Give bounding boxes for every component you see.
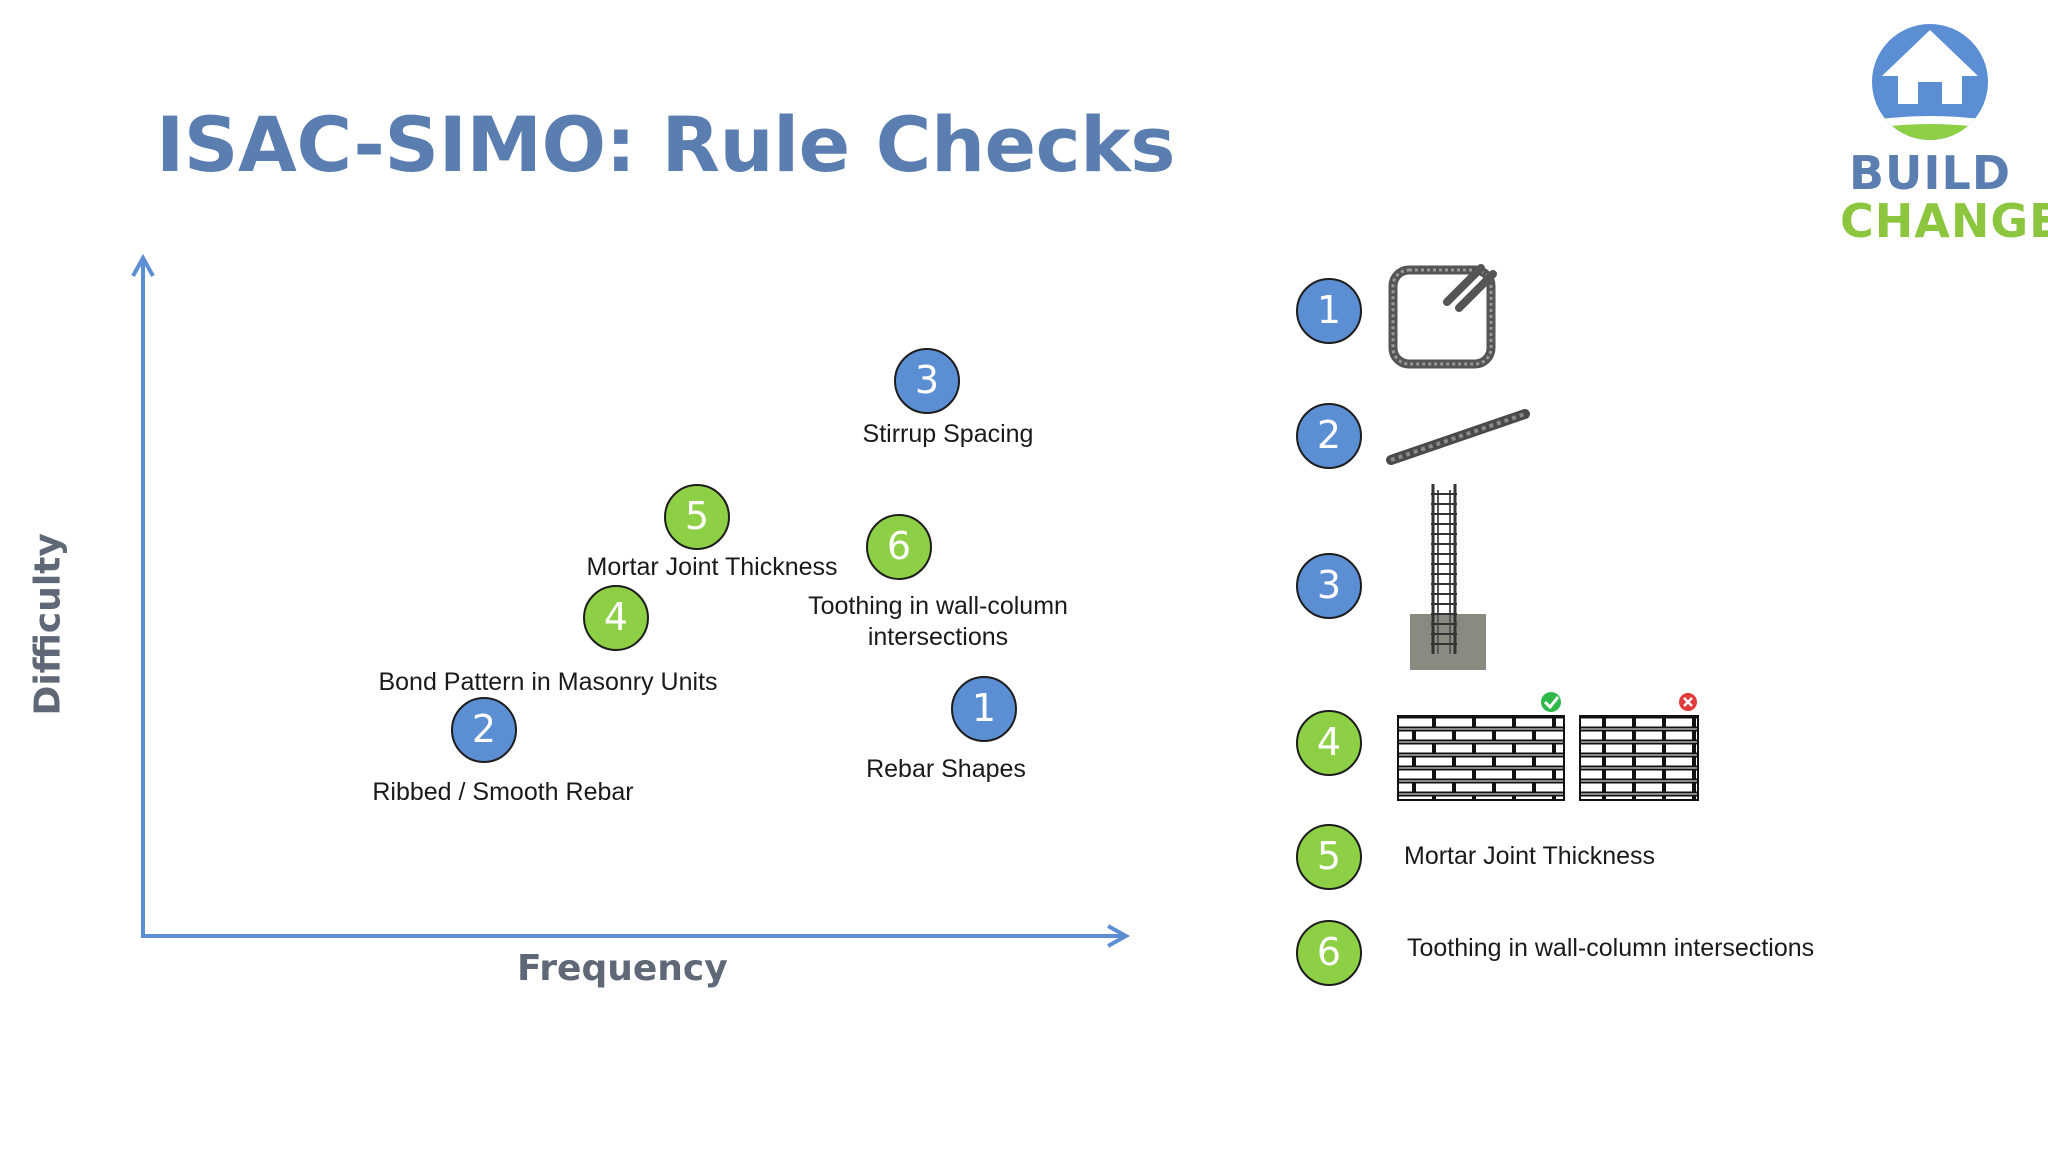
point-2-circle: 2 (451, 697, 517, 763)
legend-3-circle: 3 (1296, 553, 1362, 619)
slide-title: ISAC-SIMO: Rule Checks (156, 100, 1175, 189)
point-2-label: Ribbed / Smooth Rebar (372, 778, 634, 806)
check-icon (1541, 692, 1561, 712)
rebar-image (1386, 409, 1530, 465)
legend-5-circle: 5 (1296, 824, 1362, 890)
brick-bond-images (1397, 692, 1699, 801)
point-3-label: Stirrup Spacing (862, 420, 1034, 448)
point-5-circle: 5 (664, 484, 730, 550)
point-5-label: Mortar Joint Thickness (586, 553, 838, 581)
legend-6-circle: 6 (1296, 920, 1362, 986)
y-axis-arrow (131, 253, 155, 277)
legend-5-text: Mortar Joint Thickness (1404, 842, 1656, 870)
point-6-circle: 6 (866, 514, 932, 580)
legend-2-circle: 2 (1296, 403, 1362, 469)
stirrup-image (1388, 264, 1497, 369)
point-6-label-line2: intersections (867, 623, 1009, 651)
point-3-circle: 3 (894, 348, 960, 414)
column-cage-image (1410, 484, 1486, 670)
legend-6-text: Toothing in wall-column intersections (1407, 934, 1815, 962)
x-axis-label: Frequency (517, 948, 728, 989)
point-1-circle: 1 (951, 676, 1017, 742)
point-6-label-line1: Toothing in wall-column (808, 592, 1068, 620)
point-1-label: Rebar Shapes (866, 755, 1026, 783)
y-axis-label: Difficulty (27, 533, 69, 716)
legend-4-circle: 4 (1296, 710, 1362, 776)
house-icon (1872, 24, 1988, 140)
logo-text-build: BUILD (1848, 146, 2012, 200)
legend-1-circle: 1 (1296, 278, 1362, 344)
point-4-circle: 4 (583, 585, 649, 651)
point-4-label: Bond Pattern in Masonry Units (378, 668, 718, 696)
build-change-logo: BUILD CHANGE (1840, 18, 2048, 248)
x-axis-arrow (1107, 924, 1131, 948)
logo-text-change: CHANGE (1840, 194, 2048, 248)
